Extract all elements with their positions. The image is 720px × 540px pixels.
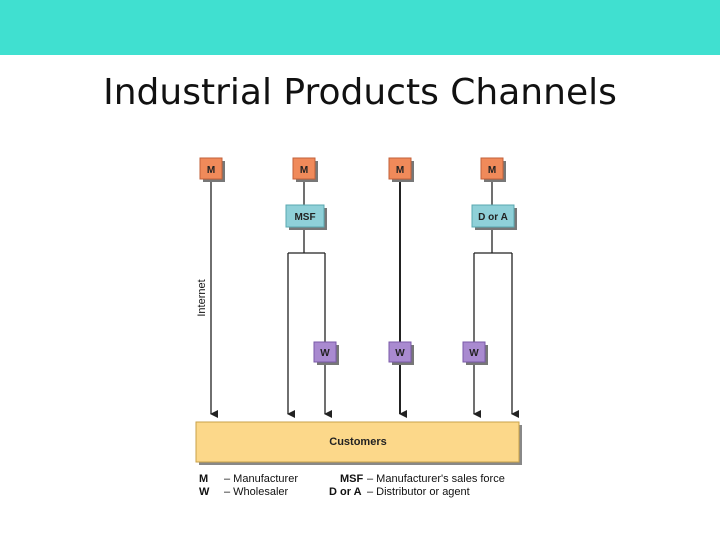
top-band	[0, 0, 720, 55]
w-label: W	[469, 348, 479, 359]
legend-w-text: – Wholesaler	[224, 486, 289, 498]
legend-da-abbr: D or A	[329, 486, 362, 498]
msf-node: MSF	[285, 204, 327, 230]
wholesaler-node-2: W	[388, 341, 414, 365]
legend-w-abbr: W	[199, 486, 210, 498]
manufacturer-node-1: M	[199, 157, 225, 182]
m-label: M	[396, 165, 404, 176]
manufacturer-node-4: M	[480, 157, 506, 182]
msf-label: MSF	[294, 212, 315, 223]
customers-label: Customers	[329, 436, 386, 448]
customers-node: Customers	[195, 421, 522, 465]
manufacturer-node-2: M	[292, 157, 318, 182]
m-label: M	[488, 165, 496, 176]
legend: M – Manufacturer W – Wholesaler MSF – Ma…	[199, 473, 505, 498]
wholesaler-node-3: W	[462, 341, 488, 365]
wholesaler-node-1: W	[313, 341, 339, 365]
da-label: D or A	[478, 212, 508, 223]
connector-lines	[210, 182, 519, 418]
legend-msf-abbr: MSF	[340, 473, 364, 485]
w-label: W	[320, 348, 330, 359]
internet-label: Internet	[196, 279, 208, 316]
legend-m-abbr: M	[199, 473, 208, 485]
w-label: W	[395, 348, 405, 359]
legend-msf-text: – Manufacturer's sales force	[367, 473, 505, 485]
legend-m-text: – Manufacturer	[224, 473, 298, 485]
m-label: M	[300, 165, 308, 176]
legend-da-text: – Distributor or agent	[367, 486, 470, 498]
m-label: M	[207, 165, 215, 176]
slide-title: Industrial Products Channels	[103, 72, 617, 113]
manufacturer-node-3: M	[388, 157, 414, 182]
distributor-agent-node: D or A	[471, 204, 517, 230]
